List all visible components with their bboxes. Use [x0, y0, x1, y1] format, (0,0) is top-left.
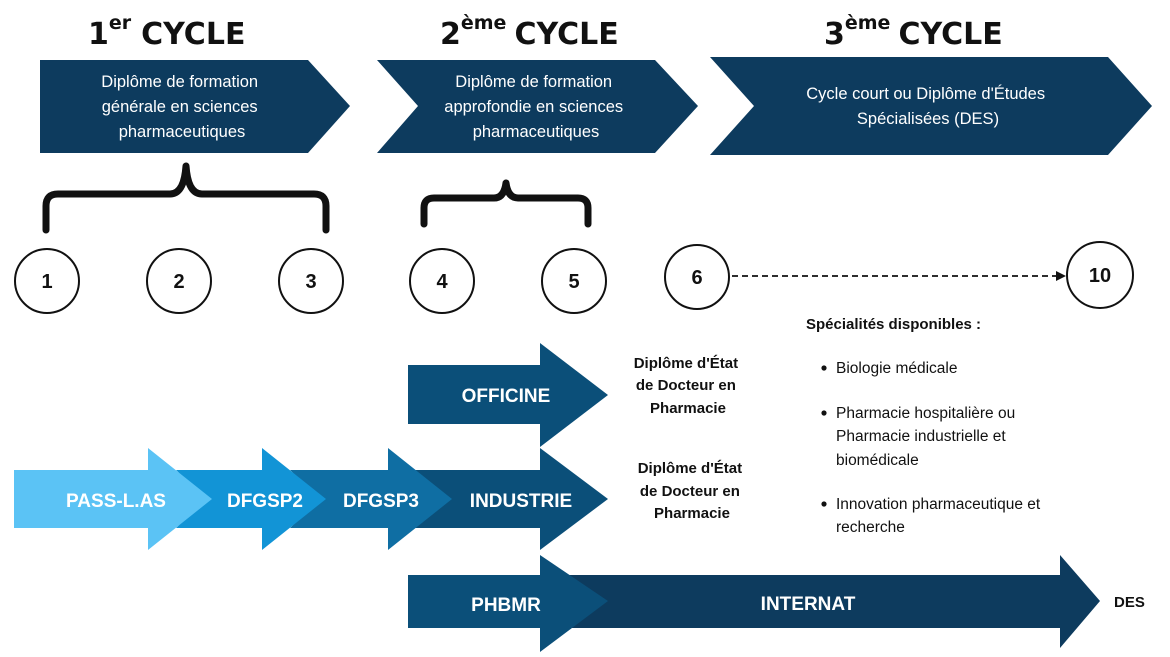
specialty-bullet: [821, 410, 827, 416]
svg-text:3: 3: [305, 271, 316, 293]
specialties-title: Spécialités disponibles :: [806, 316, 981, 333]
year-circle-5: 5: [541, 248, 607, 314]
industrie-label: INDUSTRIE: [470, 491, 572, 512]
cycle-3-box-text: Cycle court ou Diplôme d'Études Spéciali…: [806, 84, 1049, 128]
specialty-bullet: [821, 365, 827, 371]
pass-las-label: PASS-L.AS: [66, 491, 166, 512]
specialty-bullet: [821, 501, 827, 507]
dfgsp2-arrow: [176, 448, 326, 550]
brace-cycle-1: [42, 162, 330, 234]
year-circle-4: 4: [409, 248, 475, 314]
svg-text:1: 1: [41, 271, 52, 293]
cycle-3-box: [710, 57, 1152, 155]
svg-text:6: 6: [691, 267, 702, 289]
cycle-1-box-text: Diplôme de formation générale en science…: [101, 73, 262, 141]
cycle-1-box: [40, 60, 350, 153]
specialty-item-2: Pharmacie hospitalière ou Pharmacie indu…: [836, 405, 1020, 469]
dfgsp3-label: DFGSP3: [343, 491, 419, 512]
dfgsp2-label: DFGSP2: [227, 491, 303, 512]
dashed-arrow-head: [1056, 271, 1066, 281]
svg-text:2: 2: [173, 271, 184, 293]
specialty-item-3: Innovation pharmaceutique et recherche: [836, 496, 1045, 536]
pass-las-arrow: [14, 448, 212, 550]
year-circle-3: 3: [278, 248, 344, 314]
brace-cycle-2: [420, 179, 592, 228]
internat-arrow: [540, 555, 1100, 648]
internat-label: INTERNAT: [761, 594, 856, 615]
svg-text:4: 4: [436, 271, 448, 293]
cycle-2-box-text: Diplôme de formation approfondie en scie…: [444, 73, 627, 141]
year-circle-6: 6: [664, 244, 730, 310]
officine-arrow: [408, 343, 608, 447]
svg-text:5: 5: [568, 271, 579, 293]
svg-text:10: 10: [1089, 265, 1111, 287]
industrie-arrow: [408, 448, 608, 550]
year-circle-2: 2: [146, 248, 212, 314]
phbmr-label: PHBMR: [471, 595, 541, 616]
year-circle-1: 1: [14, 248, 80, 314]
officine-outcome: Diplôme d'État de Docteur en Pharmacie: [634, 355, 743, 417]
cycle-2-box: [377, 60, 698, 153]
officine-label: OFFICINE: [462, 386, 551, 407]
phbmr-arrow: [408, 555, 608, 652]
dfgsp3-arrow: [290, 448, 452, 550]
des-outcome: DES: [1114, 594, 1145, 611]
specialty-item-1: Biologie médicale: [836, 360, 958, 377]
year-circle-10: 10: [1066, 241, 1134, 309]
industrie-outcome: Diplôme d'État de Docteur en Pharmacie: [638, 460, 747, 522]
